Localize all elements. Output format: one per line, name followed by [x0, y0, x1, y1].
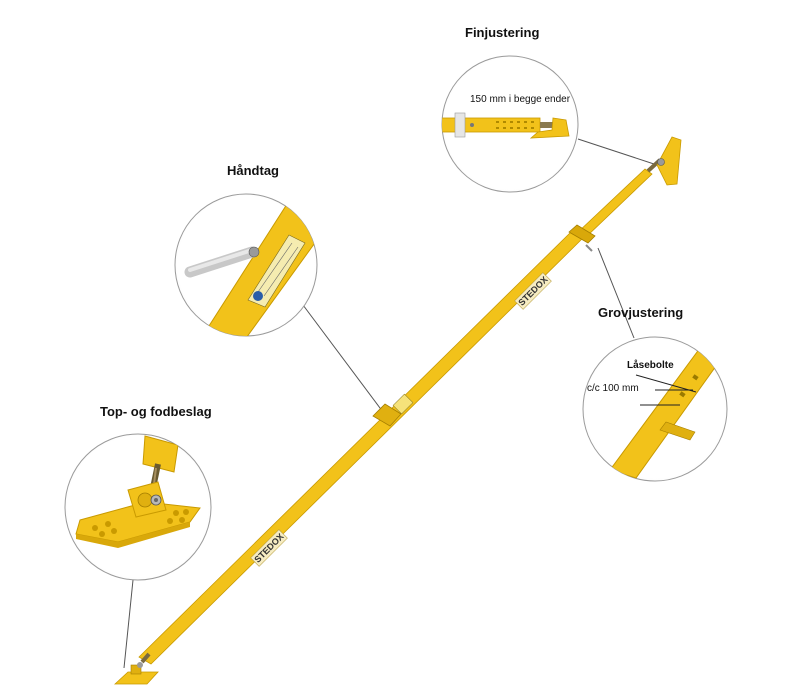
lock-bolt-label: Låsebolte: [627, 360, 674, 371]
leader-line-finjustering: [578, 139, 657, 165]
callout-title-haandtag: Håndtag: [227, 163, 279, 178]
callout-title-finjustering: Finjustering: [465, 25, 539, 40]
leader-line-haandtag: [303, 305, 383, 412]
callout-circle-grovjustering: [583, 337, 727, 481]
spacing-label: c/c 100 mm: [587, 383, 639, 394]
callout-circle-beslag: [65, 434, 211, 580]
callout-circle-haandtag: [175, 190, 330, 352]
callout-circle-finjustering: [440, 56, 578, 192]
leader-line-beslag: [124, 580, 133, 668]
finjustering-note: 150 mm i begge ender: [470, 94, 570, 105]
callout-title-beslag: Top- og fodbeslag: [100, 404, 212, 419]
callout-title-grovjustering: Grovjustering: [598, 305, 683, 320]
leader-line-grovjustering: [598, 248, 634, 338]
